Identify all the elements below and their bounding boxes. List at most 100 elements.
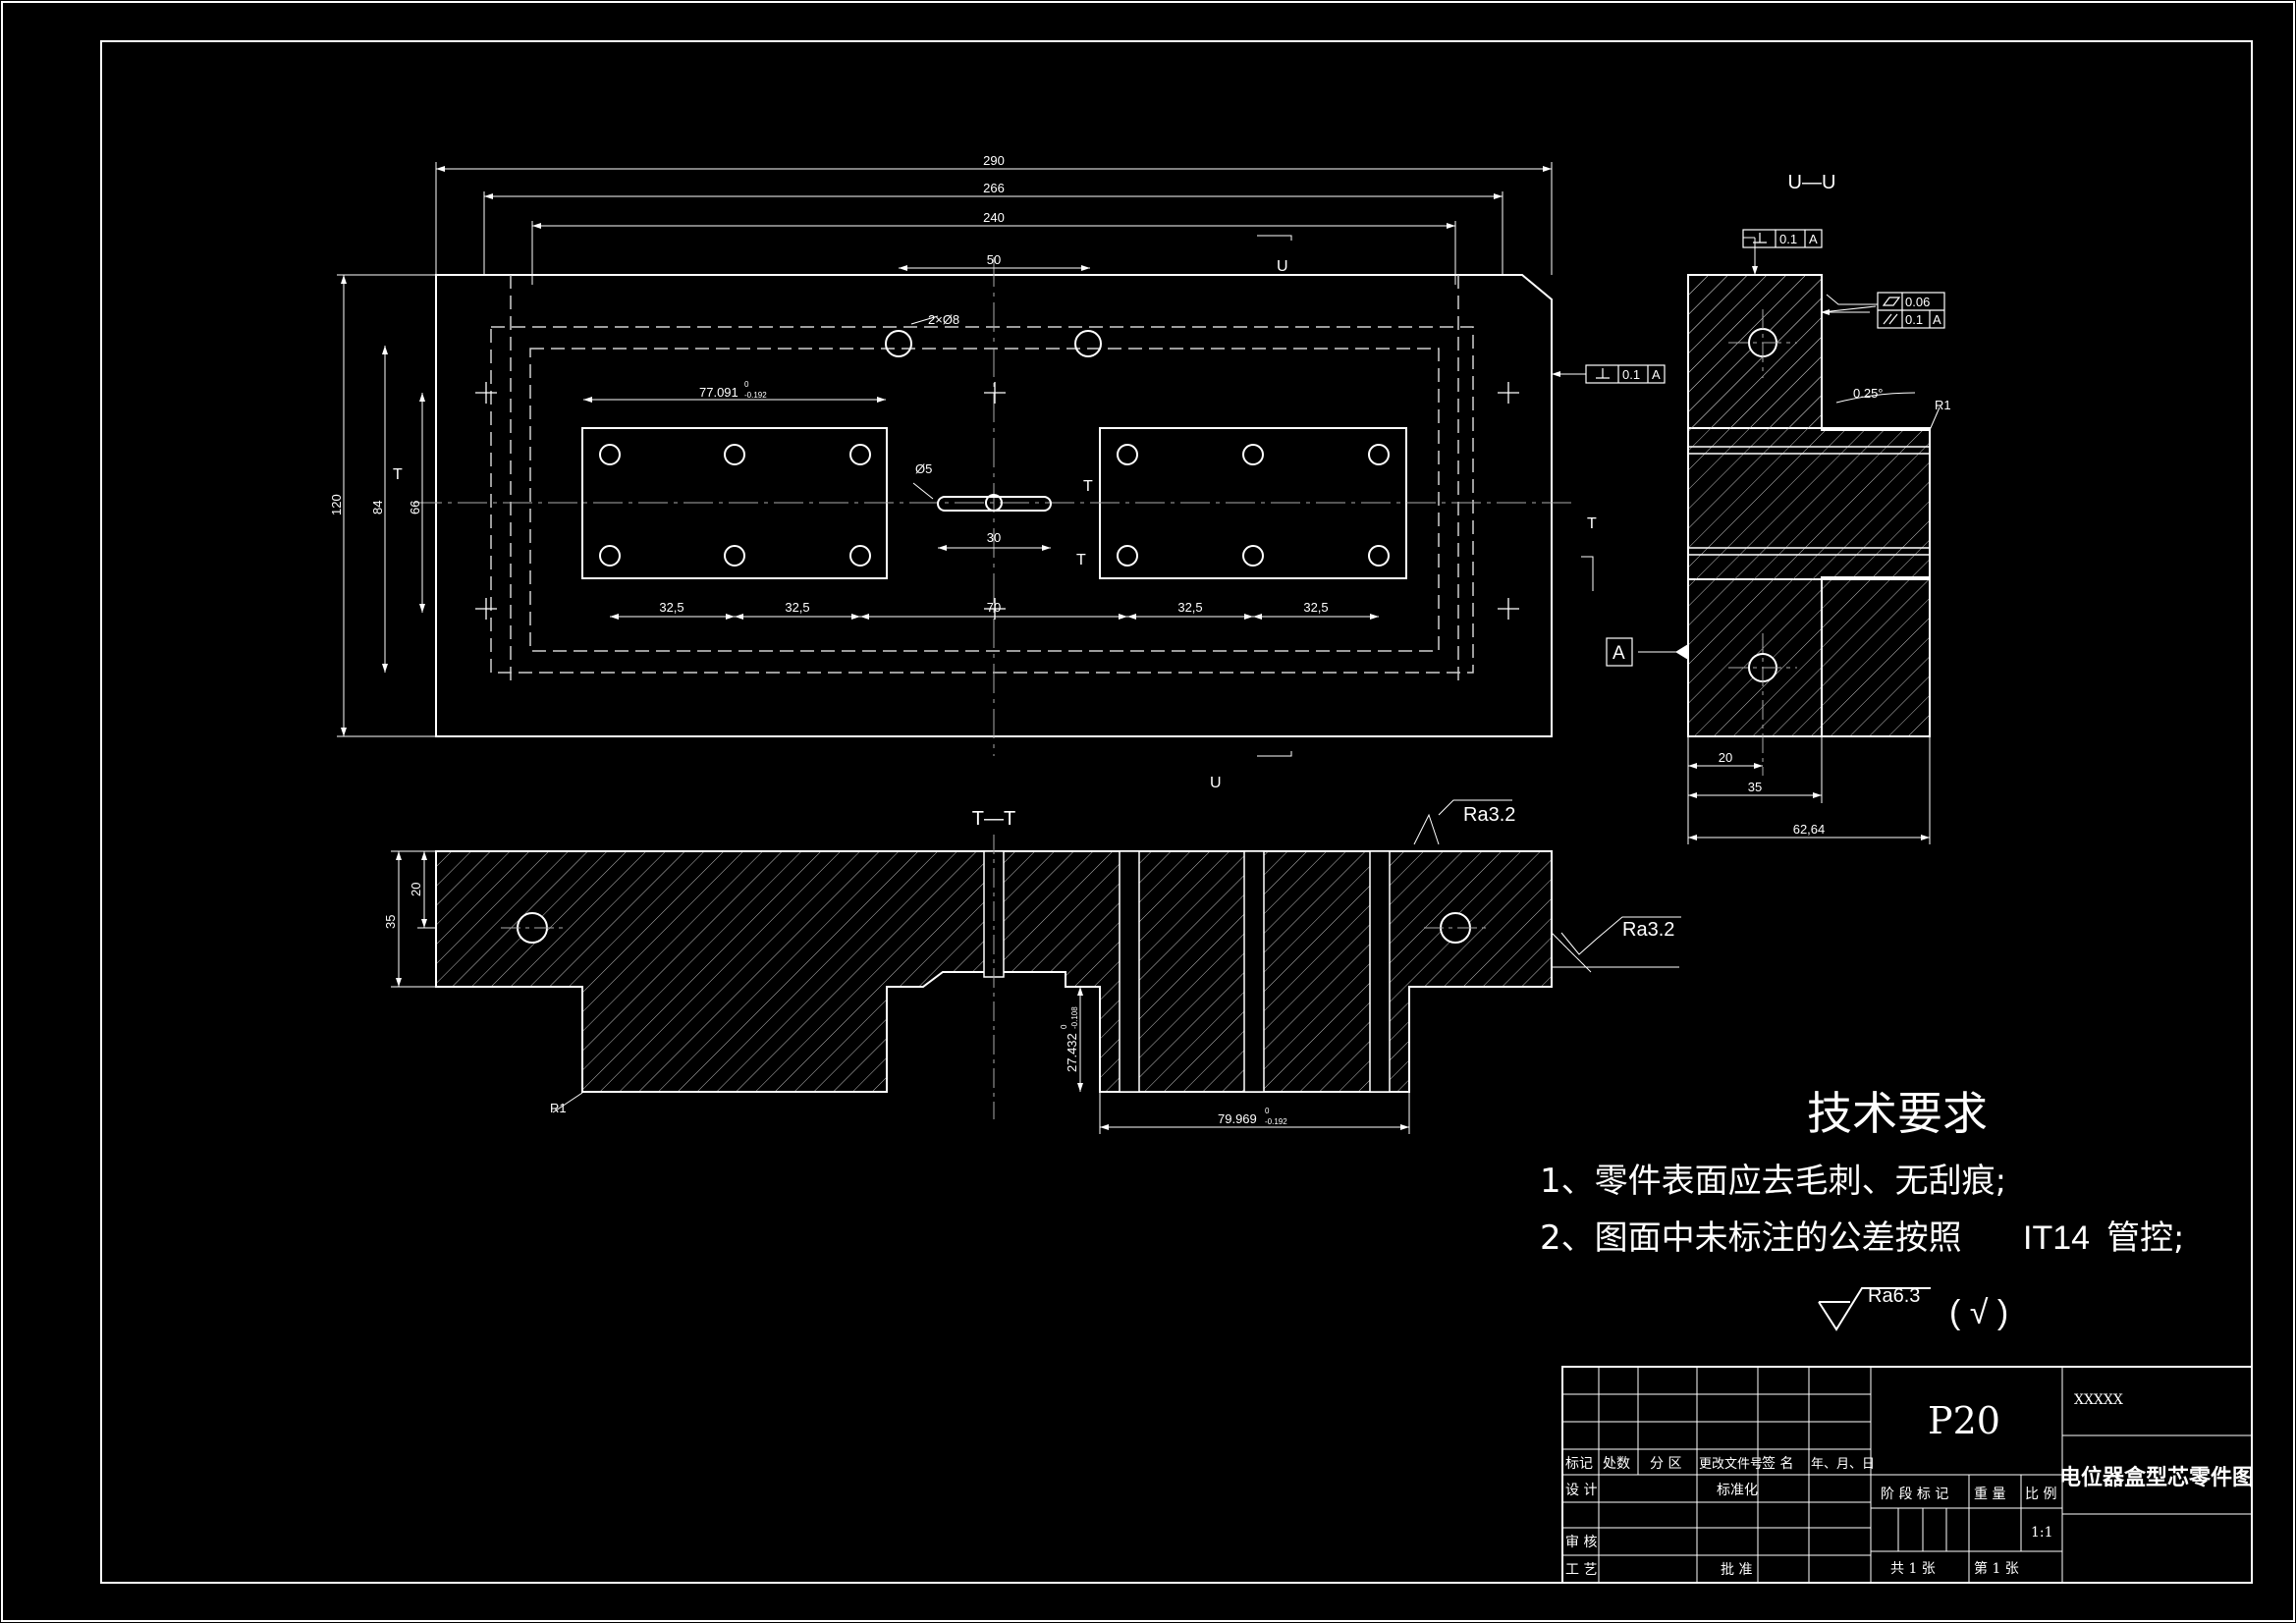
section-r1: R1 (550, 1101, 567, 1115)
front-view (412, 257, 1571, 756)
tol-perp-top: 0.1 (1779, 232, 1797, 246)
tb-design: 设 计 (1565, 1483, 1597, 1498)
center-slot (937, 496, 1052, 512)
tb-sign: 签 名 (1762, 1455, 1793, 1472)
side-dim-20: 20 (1719, 750, 1732, 765)
datum-a-label: A (1613, 643, 1625, 664)
dim-phi5: Ø5 (915, 461, 932, 476)
side-texts: U—U 0.1 A 0.06 0.1 A 0.1 A 0.25° R1 A 20… (1613, 172, 1951, 837)
title-block-texts: P20 XXXXX 电位器盒型芯零件图 标记 处数 分 区 更改文件号 签 名 … (1565, 1392, 2254, 1578)
front-dim-lines (337, 162, 1594, 757)
requirements-title: 技术要求 (1807, 1087, 1988, 1140)
dim-79-tol-up: 0 (1265, 1107, 1270, 1115)
ra-top: Ra3.2 (1463, 804, 1515, 826)
section-view-title: T—T (972, 808, 1015, 830)
section-mark-t-mid1: T (1083, 478, 1093, 495)
tb-stage: 阶 段 标 记 (1881, 1487, 1948, 1502)
tol-flat: 0.06 (1905, 295, 1930, 309)
cross-marks (475, 382, 1519, 620)
dim-79: 79.969 (1218, 1111, 1257, 1126)
dim-120: 120 (329, 494, 344, 515)
dim-27: 27.432 (1065, 1033, 1079, 1072)
part-code: P20 (1928, 1399, 2000, 1442)
dim-holes: 2×Ø8 (928, 312, 959, 327)
dim-32-a: 32,5 (659, 600, 683, 615)
section-mark-t-mid2: T (1076, 552, 1086, 568)
tb-mark: 标记 (1565, 1456, 1593, 1472)
tb-sheets-total: 共 1 张 (1890, 1561, 1936, 1577)
side-r1: R1 (1935, 398, 1951, 412)
tb-scale-label: 比 例 (2025, 1487, 2056, 1502)
tb-approve: 批 准 (1721, 1562, 1752, 1578)
side-dim-62: 62,64 (1793, 822, 1826, 837)
dim-84: 84 (370, 501, 385, 514)
dim-266: 266 (983, 181, 1005, 195)
front-dim-texts: 290 266 240 50 2×Ø8 77.091 0 -0.192 120 … (329, 153, 1597, 791)
dim-27-tol-low: -0.108 (1070, 1006, 1079, 1029)
dim-77-tol-low: -0.192 (744, 391, 767, 400)
section-dim-35: 35 (383, 915, 398, 929)
section-dim-20: 20 (409, 883, 423, 896)
tb-standard: 标准化 (1717, 1483, 1758, 1498)
company-name: XXXXX (2074, 1392, 2123, 1408)
dim-30: 30 (987, 530, 1001, 545)
tb-zone: 分 区 (1650, 1456, 1681, 1472)
side-view-title: U—U (1788, 172, 1836, 193)
ra-right: Ra3.2 (1622, 919, 1674, 941)
side-view (1687, 274, 1931, 776)
centerlines (412, 257, 1571, 756)
tb-weight: 重 量 (1974, 1487, 2005, 1502)
side-profile (1687, 274, 1931, 737)
dim-32-c: 32,5 (1177, 600, 1202, 615)
section-centerlines (501, 835, 1488, 1119)
side-dim-35: 35 (1748, 780, 1762, 794)
requirement-2a: 2、图面中未标注的公差按照 (1540, 1218, 1962, 1258)
tol-parallel-datum: A (1933, 312, 1941, 327)
section-texts: T—T Ra3.2 Ra3.2 35 20 R1 27.432 0 -0.108… (383, 804, 1674, 1126)
drawing-name: 电位器盒型芯零件图 (2059, 1465, 2254, 1490)
dim-77-tol-up: 0 (744, 380, 749, 389)
requirement-2c: 管控; (2106, 1218, 2184, 1258)
dim-290: 290 (983, 153, 1005, 168)
dim-66: 66 (408, 501, 422, 514)
dim-50: 50 (987, 252, 1001, 267)
tol-perp-front-datum: A (1652, 367, 1661, 382)
section-dim-lines (391, 799, 1681, 1134)
drawing-frame (100, 40, 2253, 1584)
tb-process: 工 艺 (1565, 1562, 1597, 1578)
title-block (1561, 1366, 2253, 1584)
tol-perp-front: 0.1 (1622, 367, 1640, 382)
tb-date: 年、月、日 (1811, 1457, 1875, 1472)
roughness-value: Ra6.3 (1868, 1285, 1920, 1307)
gdt-frames (1585, 229, 1945, 667)
section-mark-u-bottom: U (1210, 775, 1222, 791)
dim-77: 77.091 (699, 385, 738, 400)
screw-holes (599, 330, 1390, 567)
technical-requirements: 技术要求 1、零件表面应去毛刺、无刮痕; 2、图面中未标注的公差按照 IT14 … (1540, 1087, 2184, 1331)
tol-perp-top-datum: A (1809, 232, 1818, 246)
tol-parallel: 0.1 (1905, 312, 1923, 327)
tb-sheet-no: 第 1 张 (1974, 1560, 2019, 1577)
tb-count: 处数 (1603, 1456, 1630, 1472)
dim-32-d: 32,5 (1303, 600, 1328, 615)
dim-79-tol-low: -0.192 (1265, 1117, 1287, 1126)
requirement-2b: IT14 (2023, 1219, 2090, 1257)
dim-27-tol-up: 0 (1060, 1024, 1068, 1029)
requirement-1: 1、零件表面应去毛刺、无刮痕; (1540, 1162, 2006, 1201)
front-view-outline (435, 274, 1553, 737)
side-angle: 0.25° (1853, 386, 1884, 401)
datum-a-triangle (1675, 644, 1688, 660)
section-mark-t-left: T (393, 466, 403, 483)
tb-review: 审 核 (1565, 1535, 1597, 1550)
tb-change-doc: 更改文件号 (1699, 1457, 1763, 1472)
section-mark-t-right: T (1587, 515, 1597, 532)
cooling-channels (490, 275, 1474, 687)
roughness-symbol (1818, 1287, 1931, 1331)
dim-32-b: 32,5 (785, 600, 809, 615)
roughness-check: ( √ ) (1949, 1294, 2008, 1331)
tb-scale: 1:1 (2031, 1525, 2053, 1541)
dim-70: 70 (987, 600, 1001, 615)
section-mark-u-top: U (1277, 258, 1288, 275)
